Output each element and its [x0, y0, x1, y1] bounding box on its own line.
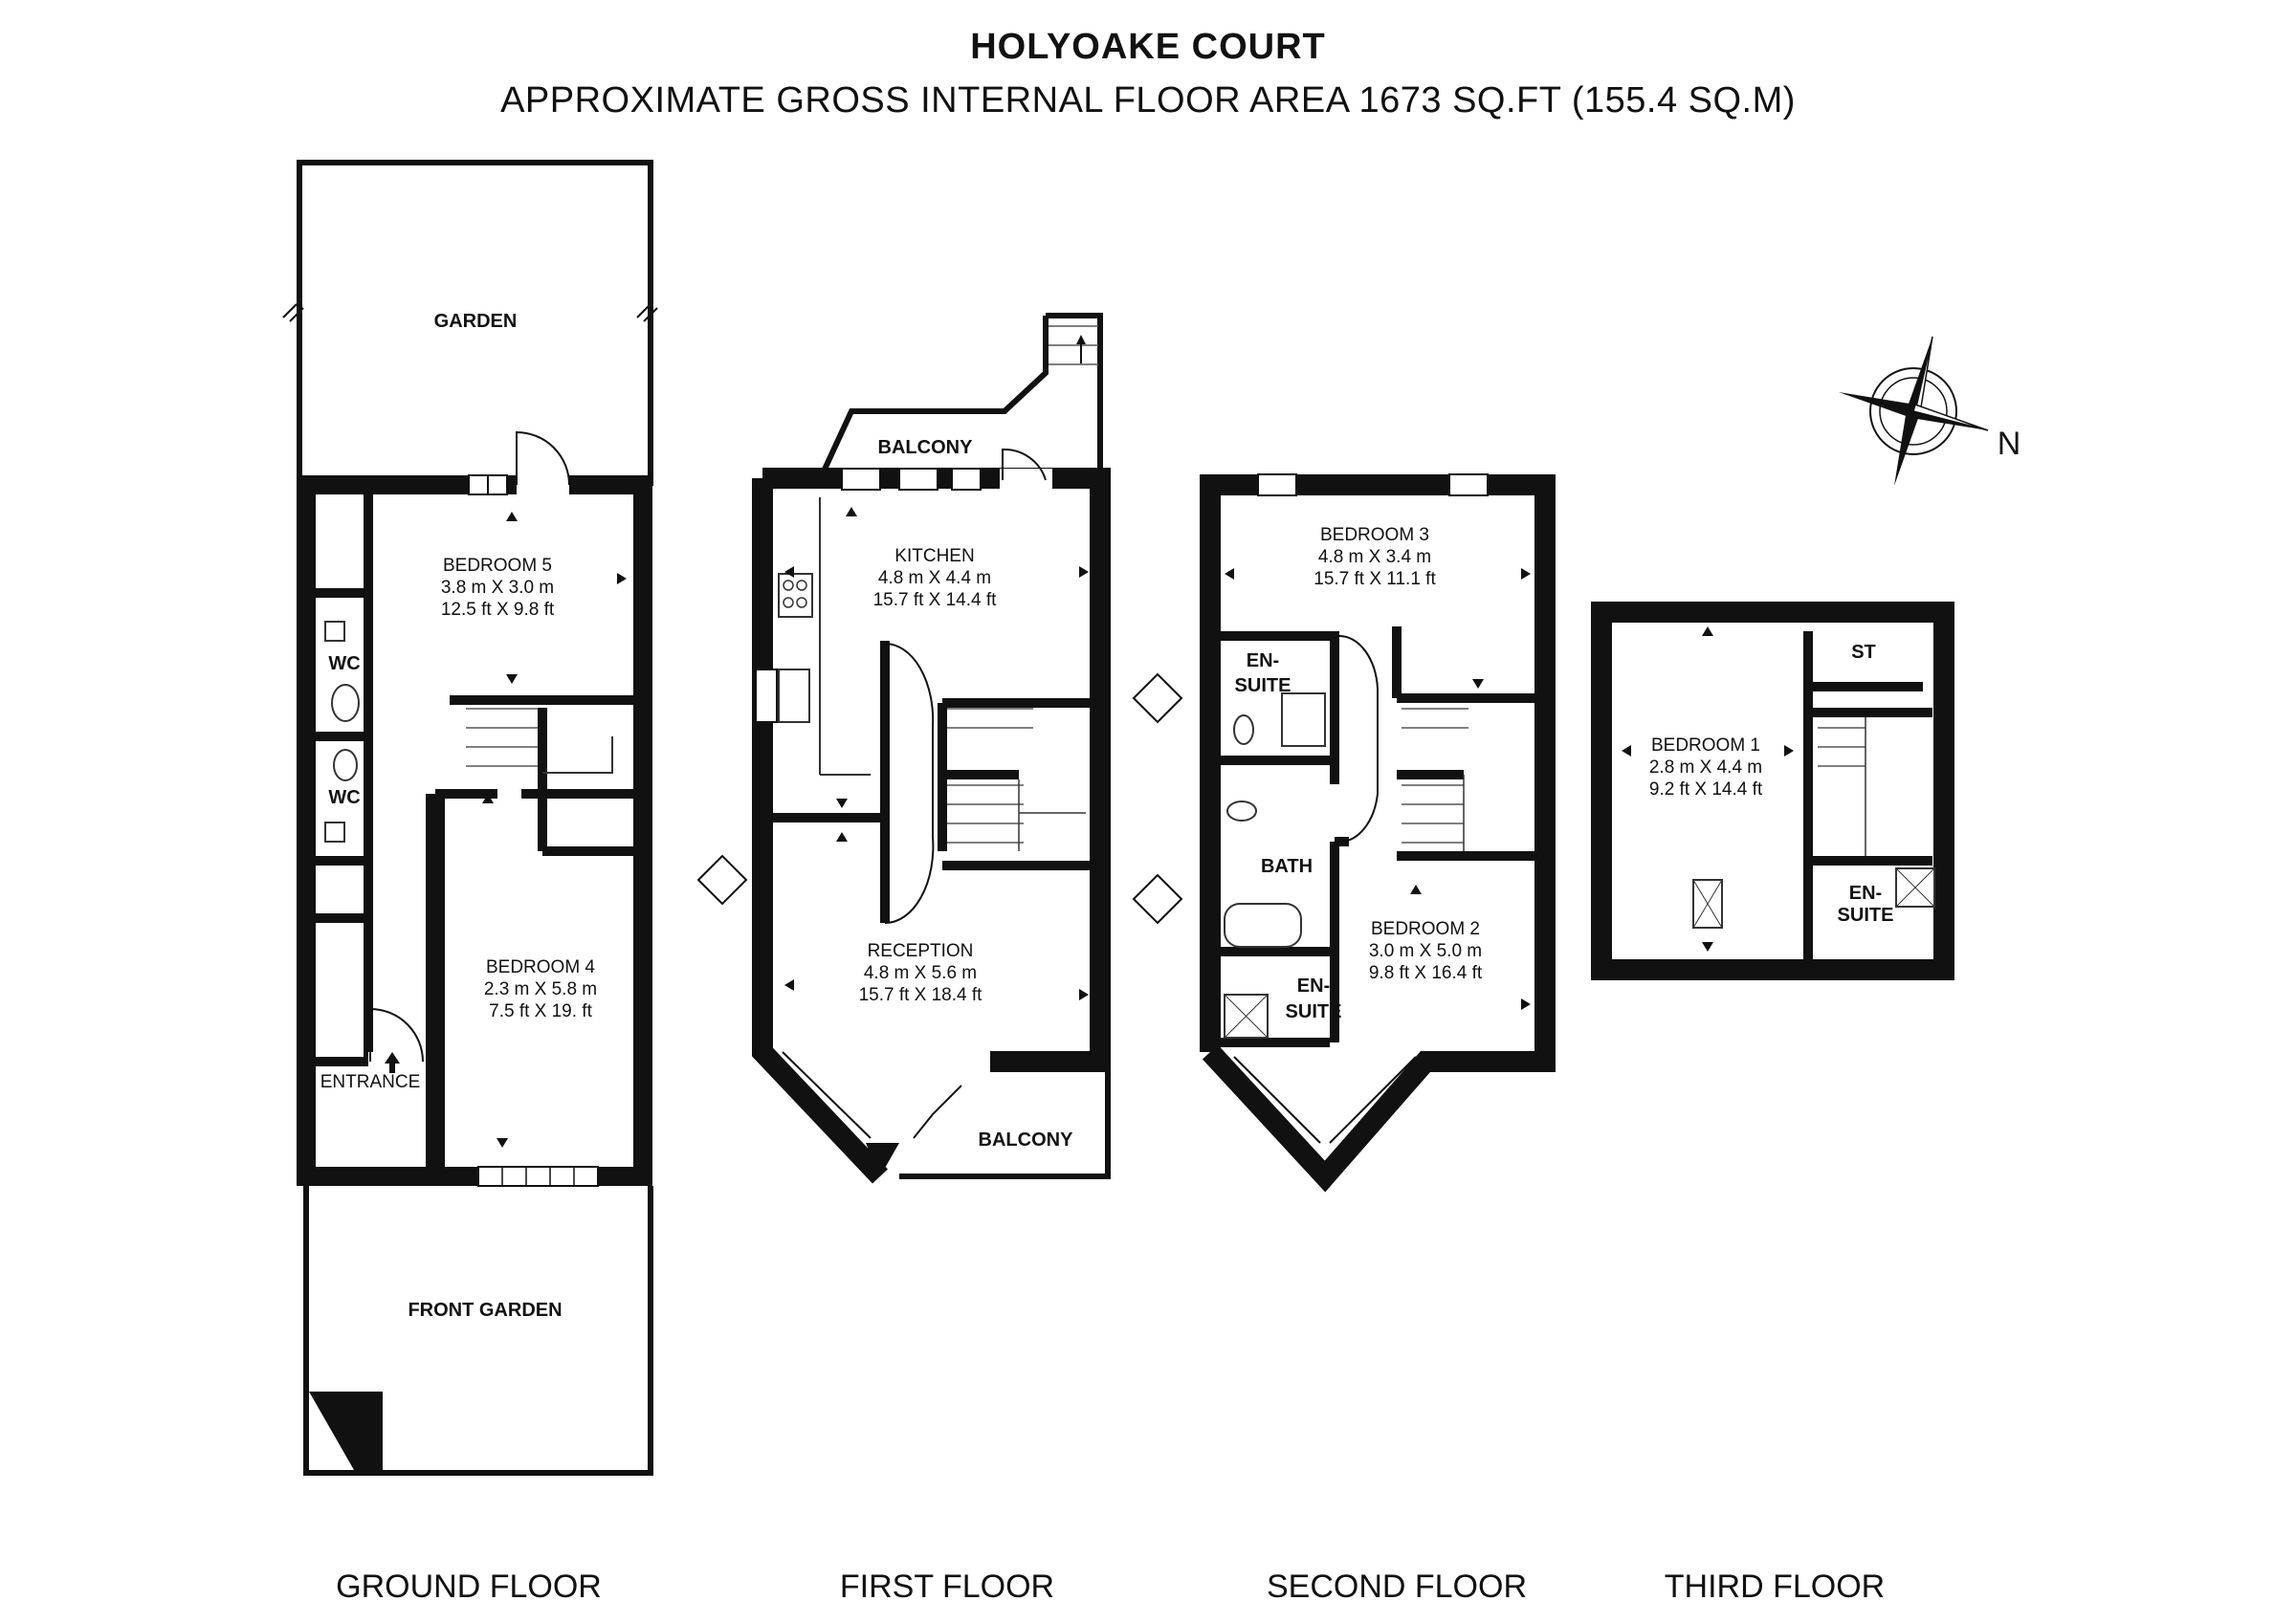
room-label-bedroom-4: BEDROOM 4 [486, 957, 595, 977]
plan-title: HOLYOAKE COURT [970, 27, 1326, 67]
rear-balcony-outline [820, 316, 1049, 475]
room-label-entrance: ENTRANCE [320, 1072, 421, 1092]
room-label-wc: WC [328, 653, 360, 674]
floor-label-second: SECOND FLOOR [1266, 1568, 1528, 1605]
room-dimensions-metric: 2.8 m X 4.4 m [1649, 757, 1762, 778]
room-label-bath: BATH [1261, 856, 1313, 877]
room-dimensions-metric: 3.8 m X 3.0 m [441, 578, 554, 598]
second-floor-plan [1132, 473, 1556, 1193]
room-dimensions-metric: 4.8 m X 4.4 m [878, 568, 991, 588]
room-dimensions-metric: 4.8 m X 3.4 m [1318, 547, 1431, 567]
room-dimensions-imperial: 15.7 ft X 14.4 ft [873, 590, 998, 610]
room-label-st: ST [1851, 642, 1876, 663]
room-label-en-suite-line2: SUITE [1286, 1001, 1342, 1022]
room-label-en-suite: EN- [1849, 883, 1882, 904]
first-floor-plan [696, 313, 1111, 1184]
room-label-bedroom-2: BEDROOM 2 [1371, 919, 1480, 939]
room-dimensions-imperial: 7.5 ft X 19. ft [489, 1001, 592, 1021]
room-label-kitchen: KITCHEN [894, 546, 974, 566]
room-label-reception: RECEPTION [868, 941, 974, 961]
room-dimensions-imperial: 15.7 ft X 18.4 ft [859, 985, 983, 1005]
front-balcony-outline [899, 1059, 1111, 1179]
room-label-balcony: BALCONY [878, 437, 974, 458]
floor-area-subtitle: APPROXIMATE GROSS INTERNAL FLOOR AREA 16… [500, 80, 1796, 121]
room-label-bedroom-5: BEDROOM 5 [443, 556, 552, 576]
room-label-wc: WC [328, 787, 360, 808]
room-dimensions-imperial: 15.7 ft X 11.1 ft [1314, 569, 1436, 589]
floor-label-third: THIRD FLOOR [1664, 1568, 1886, 1605]
front-garden-outline [303, 1186, 653, 1476]
room-label-en-suite-line2: SUITE [1838, 905, 1894, 926]
room-dimensions-metric: 3.0 m X 5.0 m [1369, 941, 1482, 961]
room-labels: GARDEN BEDROOM 5 3.8 m X 3.0 m 12.5 ft X… [320, 311, 2021, 1321]
room-label-en-suite: EN- [1297, 976, 1330, 997]
compass-rose-icon [1839, 336, 1989, 486]
third-floor-plan [1591, 602, 1954, 980]
second-floor-walls [1200, 474, 1556, 1193]
room-label-bedroom-3: BEDROOM 3 [1320, 525, 1429, 545]
room-dimensions-imperial: 12.5 ft X 9.8 ft [441, 600, 555, 620]
room-label-en-suite-line2: SUITE [1235, 675, 1292, 696]
room-label-bedroom-1: BEDROOM 1 [1651, 735, 1760, 756]
floor-label-first: FIRST FLOOR [839, 1568, 1055, 1605]
ground-floor-plan [282, 160, 658, 1476]
room-label-balcony: BALCONY [979, 1130, 1074, 1151]
room-label-garden: GARDEN [434, 311, 518, 332]
room-label-front-garden: FRONT GARDEN [408, 1300, 562, 1321]
third-floor-walls [1591, 602, 1954, 980]
room-dimensions-imperial: 9.8 ft X 16.4 ft [1369, 963, 1483, 983]
compass-north-label: N [1998, 426, 2021, 462]
room-dimensions-imperial: 9.2 ft X 14.4 ft [1649, 779, 1763, 800]
room-label-en-suite: EN- [1247, 650, 1279, 671]
floor-label-ground: GROUND FLOOR [336, 1568, 602, 1605]
room-dimensions-metric: 4.8 m X 5.6 m [864, 963, 977, 983]
room-dimensions-metric: 2.3 m X 5.8 m [484, 979, 597, 999]
